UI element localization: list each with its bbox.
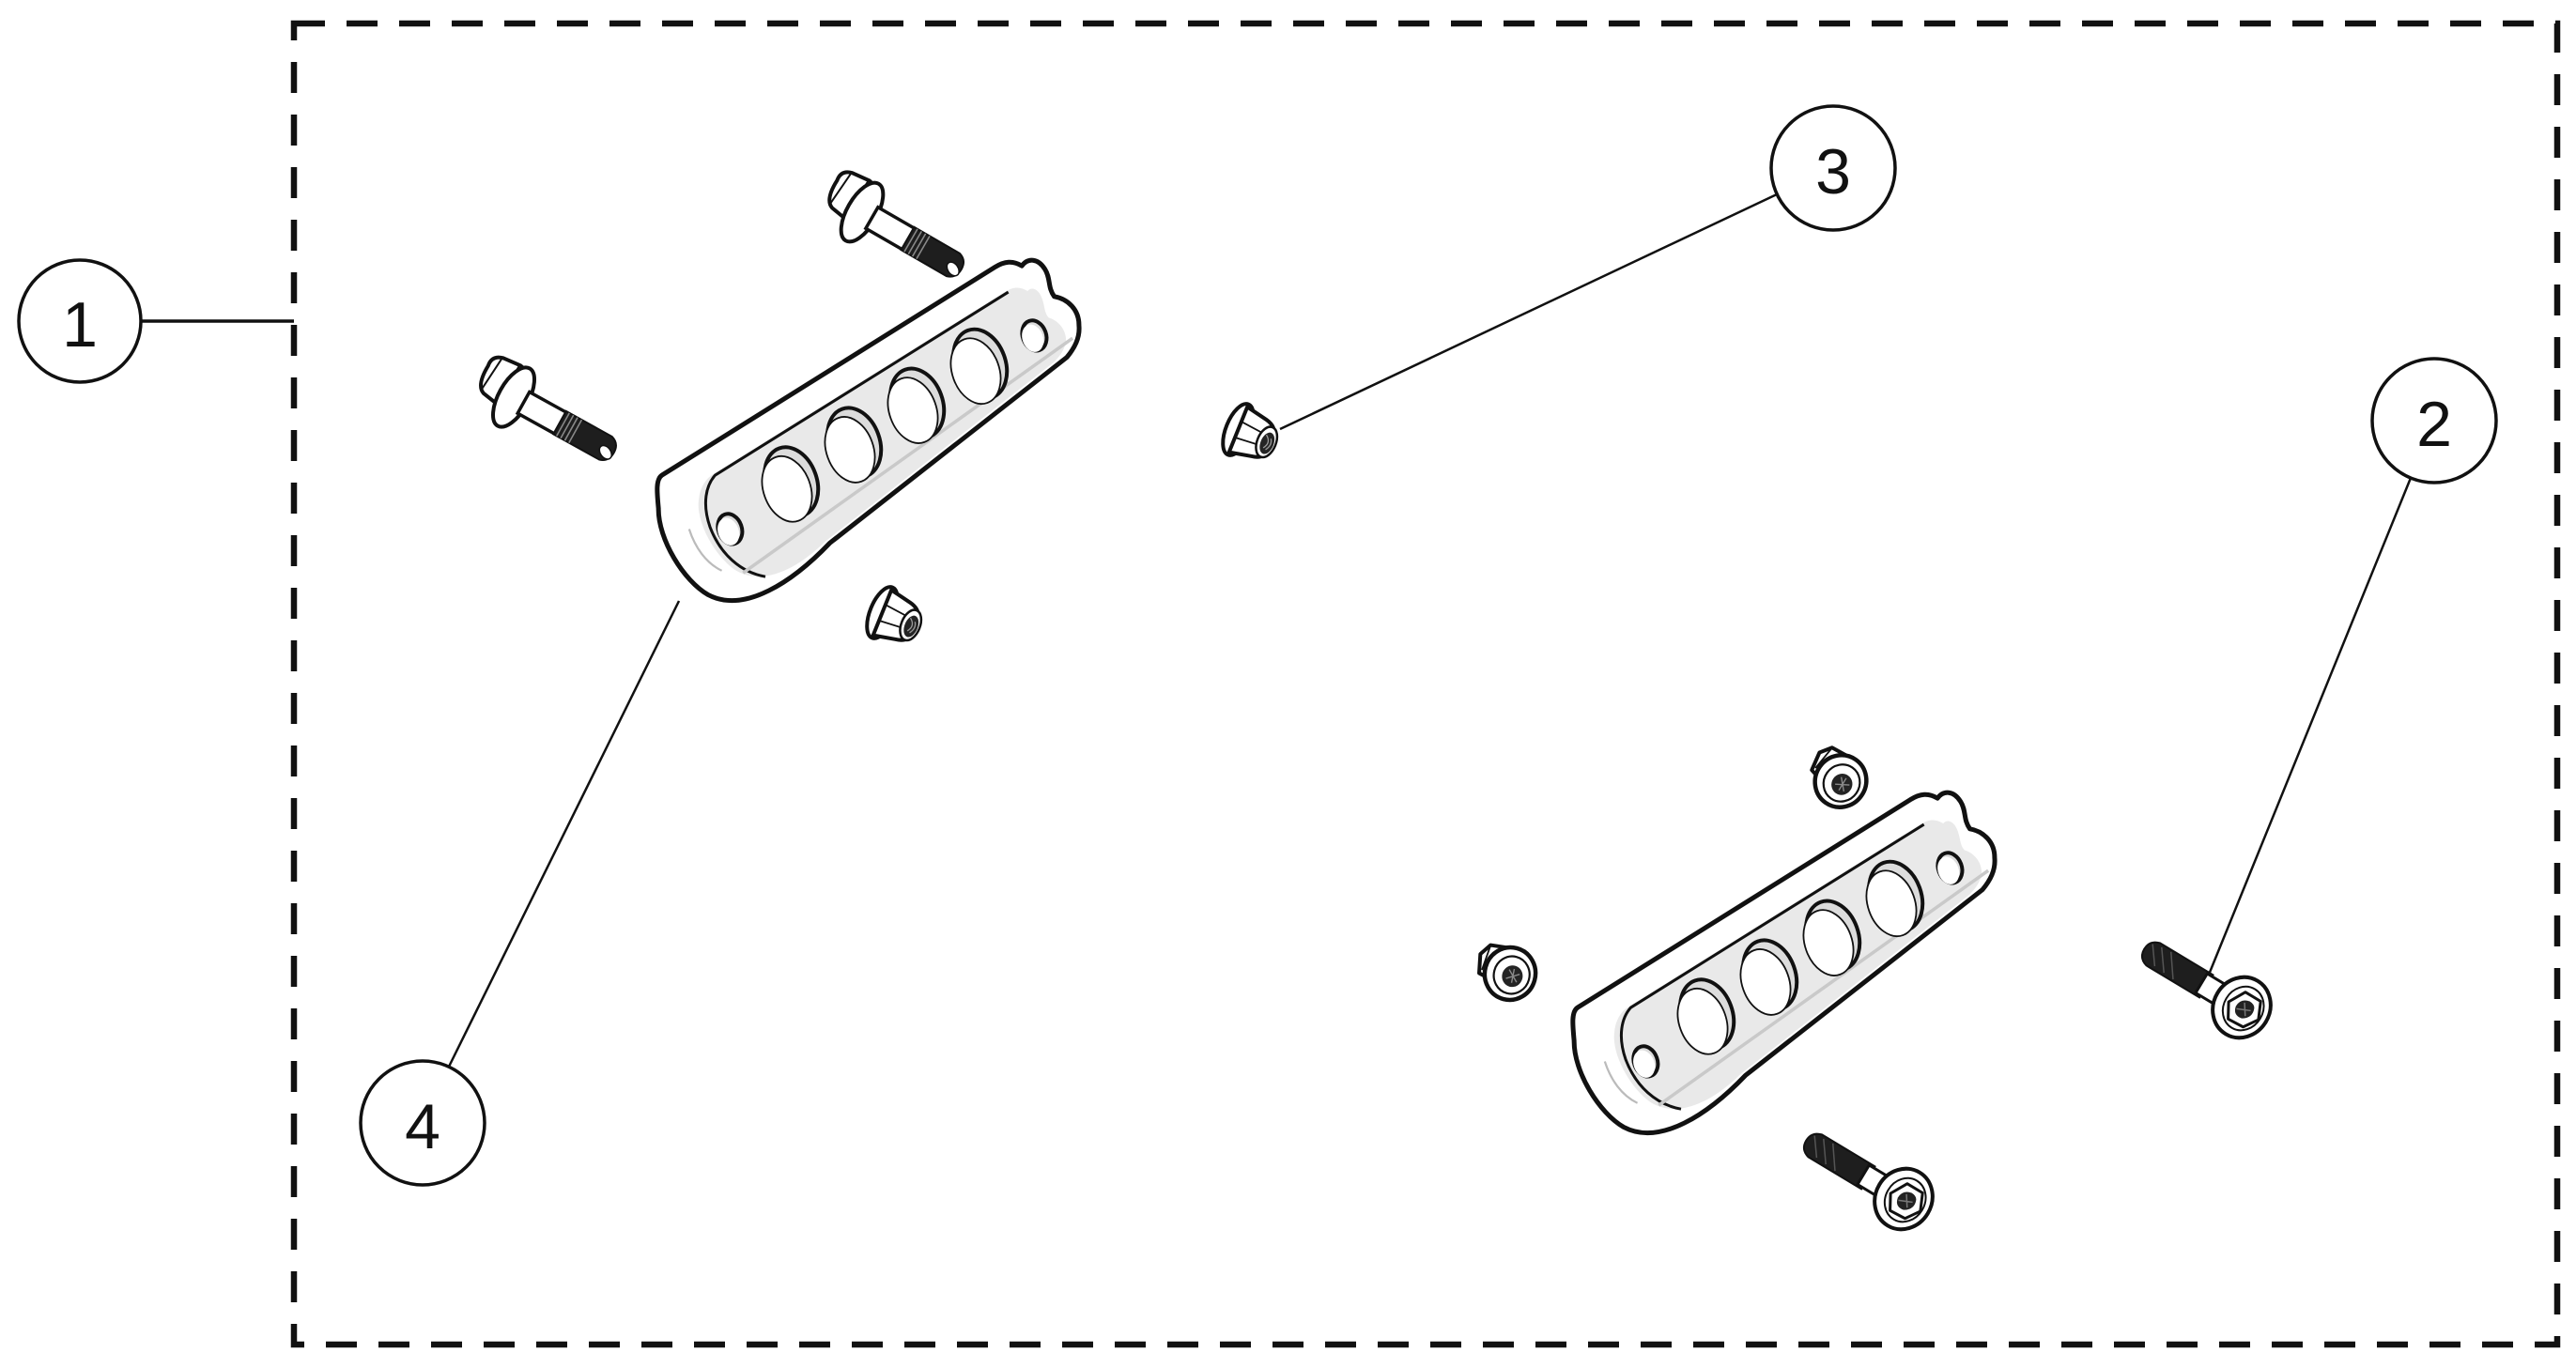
callout-number-2: 2 — [2416, 389, 2452, 460]
callout-balloon-4 — [359, 1059, 486, 1187]
callout-2: 2 — [2207, 357, 2498, 976]
boundary-layer — [290, 20, 2561, 1348]
callout-balloon-1 — [17, 258, 143, 384]
flange-nut-below-left-bracket — [858, 580, 933, 655]
callout-balloon-3 — [1769, 104, 1897, 232]
flange-nut-above-right-bracket — [1797, 740, 1876, 817]
callout-4: 4 — [359, 600, 681, 1187]
callout-balloon-2 — [2370, 357, 2498, 484]
flange-bolt-below-right-bracket — [1788, 1112, 1946, 1242]
callout-number-3: 3 — [1815, 136, 1851, 208]
bracket-plate-upper-left — [633, 243, 1115, 624]
flange-nut-center — [1214, 397, 1288, 472]
flange-bolt-left-of-left-bracket — [462, 347, 634, 484]
leader-line-3 — [1279, 192, 1778, 431]
leader-line-2 — [2207, 477, 2413, 976]
parts-layer — [462, 162, 2284, 1242]
bracket-plate-lower-right — [1549, 776, 2030, 1157]
flange-nut-left-of-right-bracket — [1471, 940, 1541, 1006]
callout-3: 3 — [1279, 104, 1897, 431]
flange-bolt-right-of-right-bracket — [2126, 920, 2284, 1051]
callout-number-1: 1 — [62, 289, 98, 361]
flange-bolt-top-of-left-bracket — [810, 162, 981, 301]
boundary-dashed-box — [290, 20, 2561, 1348]
callout-1: 1 — [17, 258, 294, 384]
callout-layer: 1 2 3 4 — [17, 104, 2498, 1187]
leader-line-4 — [447, 600, 681, 1068]
callout-number-4: 4 — [405, 1091, 440, 1162]
